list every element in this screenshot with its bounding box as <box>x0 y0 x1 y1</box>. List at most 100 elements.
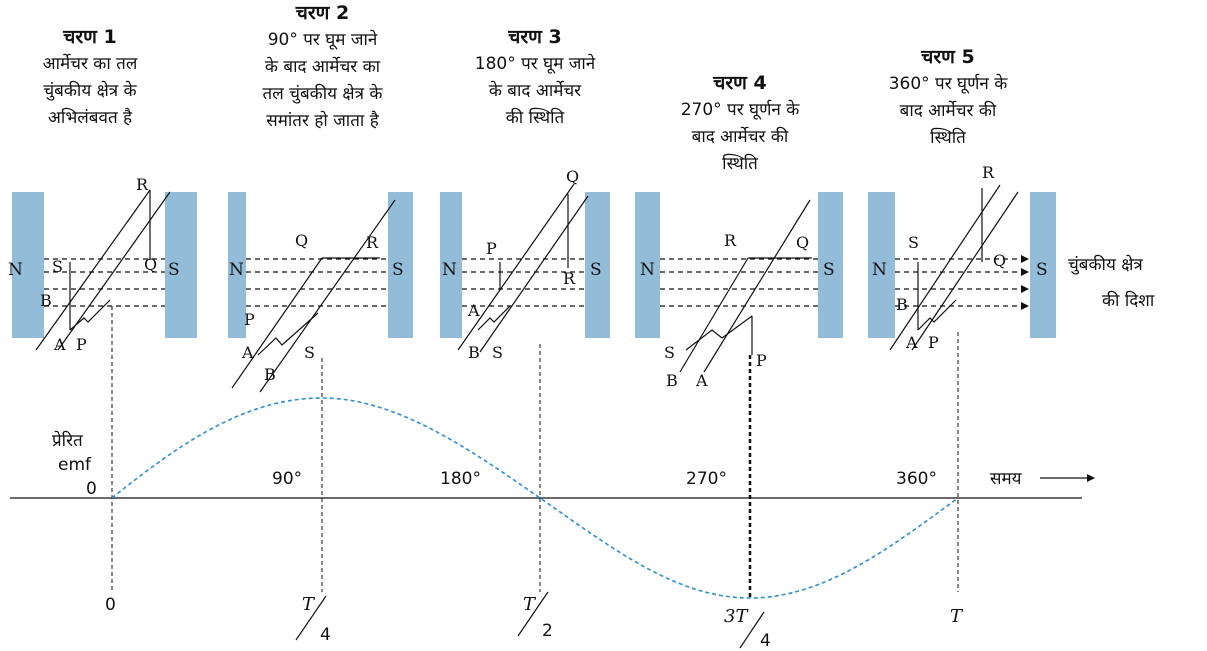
coil-label: P <box>756 351 767 370</box>
stage-4-title: चरण 4 <box>713 72 767 94</box>
stage-4-south-magnet <box>818 192 843 338</box>
stage-1-south-magnet <box>165 192 197 338</box>
stage-2-south-label: S <box>392 260 404 280</box>
coil-label: A <box>241 343 254 362</box>
stage-5-title: चरण 5 <box>921 46 975 68</box>
stage-2-line-4: समांतर हो जाता है <box>266 111 379 131</box>
stage-2-north-label: N <box>229 260 244 280</box>
time-label: समय <box>990 469 1023 489</box>
tick-t4-num: T <box>302 594 316 615</box>
emf-label-1: प्रेरित <box>52 430 83 451</box>
stage-2-line-3: तल चुंबकीय क्षेत्र के <box>262 84 383 104</box>
tick-t4-den: 4 <box>320 625 331 645</box>
emf-graph: प्रेरित emf 0 90° 180° 270° 360° समय 0 T… <box>10 306 1095 651</box>
stage-2-north-magnet <box>228 192 246 338</box>
stage-3-armature: N S Q P R A B S <box>440 167 610 362</box>
stage-3-north-magnet <box>440 192 462 338</box>
stage-5-north-label: N <box>872 260 887 280</box>
field-direction-label-2: की दिशा <box>1102 290 1155 311</box>
origin-label: 0 <box>86 479 97 499</box>
stage-4-south-label: S <box>823 260 835 280</box>
coil-label: P <box>486 239 497 258</box>
emf-curve <box>111 397 959 599</box>
coil-label: R <box>136 175 149 194</box>
coil-label: Q <box>796 233 809 252</box>
tick-t2-num: T <box>523 594 537 615</box>
coil-label: P <box>928 333 939 352</box>
coil-label: A <box>53 335 66 354</box>
stage-4-heading: चरण 4 270° पर घूर्णन के बाद आर्मेचर की स… <box>640 70 840 178</box>
stage-3-south-magnet <box>585 192 610 338</box>
stage-2-line-1: 90° पर घूम जाने <box>267 30 378 50</box>
stage-4-armature: N S R Q S B A P <box>635 192 843 390</box>
coil-label: Q <box>993 251 1006 270</box>
stage-5-south-magnet <box>1030 192 1056 338</box>
stage-3-heading: चरण 3 180° पर घूम जाने के बाद आर्मेचर की… <box>430 24 640 132</box>
stage-3-title: चरण 3 <box>508 26 562 48</box>
stage-5-south-label: S <box>1036 260 1048 280</box>
coil-label: S <box>52 257 63 276</box>
stage-5-armature: N S R S Q B A P <box>868 163 1056 352</box>
coil-label: A <box>905 333 918 352</box>
coil-label: P <box>244 310 255 329</box>
stage-5-line-1: 360° पर घूर्णन के <box>888 74 1008 94</box>
angle-label-90: 90° <box>272 469 302 489</box>
coil-label: P <box>76 335 87 354</box>
tick-3t4-num: 3T <box>724 606 749 627</box>
coil-label: Q <box>295 231 308 250</box>
stage-1-line-1: आर्मेचर का तल <box>42 54 138 74</box>
coil-label: S <box>664 343 675 362</box>
coil-label: S <box>304 343 315 362</box>
coil-label: R <box>366 233 379 252</box>
tick-0: 0 <box>105 595 116 615</box>
tick-t: T <box>950 606 964 627</box>
coil-label: Q <box>144 255 157 274</box>
stage-4-line-3: स्थिति <box>722 154 758 174</box>
stage-3-line-1: 180° पर घूम जाने <box>474 54 596 74</box>
stage-2-south-magnet <box>388 192 413 338</box>
coil-label: S <box>492 343 503 362</box>
coil-label: B <box>264 365 276 384</box>
stage-1-north-label: N <box>8 260 23 280</box>
stage-4-line-1: 270° पर घूर्णन के <box>680 100 800 120</box>
stage-4-north-label: N <box>640 260 655 280</box>
coil-label: R <box>982 163 995 182</box>
stage-5-north-magnet <box>868 192 895 338</box>
coil-label: R <box>563 269 576 288</box>
stage-4-north-magnet <box>635 192 660 338</box>
stage-3-line-3: की स्थिति <box>505 108 565 128</box>
angle-label-270: 270° <box>686 469 727 489</box>
coil-label: B <box>40 291 52 310</box>
angle-label-180: 180° <box>440 469 481 489</box>
stage-2-title: चरण 2 <box>295 2 350 24</box>
stage-1-line-2: चुंबकीय क्षेत्र के <box>43 81 137 101</box>
stage-5-line-3: स्थिति <box>930 128 966 148</box>
stage-1-south-label: S <box>168 260 180 280</box>
stage-2-heading: चरण 2 90° पर घूम जाने के बाद आर्मेचर का … <box>210 0 435 135</box>
stage-5-line-2: बाद आर्मेचर की <box>899 101 997 121</box>
coil-label: R <box>724 231 737 250</box>
coil-label: S <box>908 233 919 252</box>
coil-label: A <box>695 371 708 390</box>
stage-3-line-2: के बाद आर्मेचर <box>488 81 582 101</box>
tick-t2-den: 2 <box>542 621 553 641</box>
coil-label: B <box>666 371 678 390</box>
stage-2-line-2: के बाद आर्मेचर का <box>264 57 381 77</box>
stage-5-heading: चरण 5 360° पर घूर्णन के बाद आर्मेचर की स… <box>848 44 1048 152</box>
coil-label: A <box>467 301 480 320</box>
coil-label: Q <box>566 167 579 186</box>
stage-2-armature: N S Q R P A B S <box>228 192 413 393</box>
stage-4-line-2: बाद आर्मेचर की <box>691 127 789 147</box>
angle-label-360: 360° <box>896 469 937 489</box>
stage-1-north-magnet <box>12 192 44 338</box>
emf-label-2: emf <box>58 455 92 475</box>
stage-3-south-label: S <box>590 260 602 280</box>
stage-1-line-3: अभिलंबवत है <box>47 108 133 128</box>
coil-label: B <box>896 295 908 314</box>
coil-label: B <box>468 343 480 362</box>
stage-1-armature: N S R S Q B A P <box>8 175 197 354</box>
stage-1-heading: चरण 1 आर्मेचर का तल चुंबकीय क्षेत्र के अ… <box>0 24 180 132</box>
tick-3t4-den: 4 <box>760 631 771 651</box>
stage-3-north-label: N <box>442 260 457 280</box>
